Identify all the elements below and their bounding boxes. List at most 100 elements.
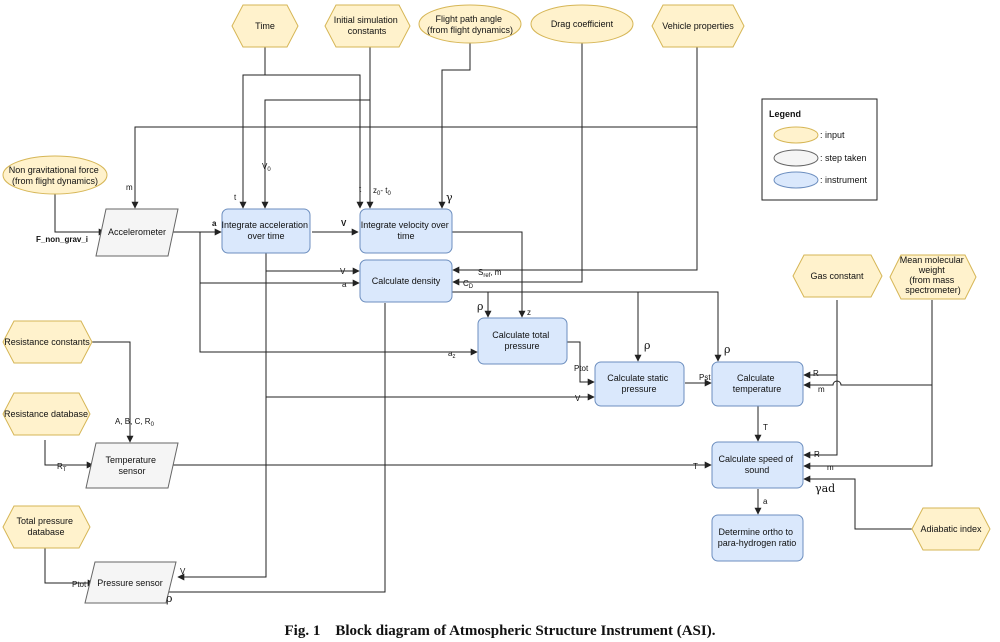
step-calculate-density-box <box>359 259 453 303</box>
wire-time-to-integrate-acc <box>239 45 266 209</box>
input-resistance-database: Resistance database <box>2 392 91 436</box>
input-gas-constant: Gas constant <box>792 254 883 298</box>
input-flight-path-angle-shape <box>418 4 522 44</box>
label-v-density: V <box>340 267 346 276</box>
input-time-label: Time <box>255 21 275 31</box>
wire-vehicle-to-density <box>452 127 698 274</box>
wire-gas-to-sound <box>803 375 838 459</box>
input-non-grav-force-shape <box>2 155 108 195</box>
step-calculate-static-pressure-label: Calculate static pressure <box>607 373 671 394</box>
input-adiabatic-index-shape <box>911 507 991 551</box>
label-rho-temperature: ρ <box>724 343 730 356</box>
step-calculate-density-label: Calculate density <box>372 276 441 286</box>
wire-vehicle-to-accelerometer <box>131 42 698 209</box>
step-calculate-static-pressure-box <box>594 361 685 407</box>
step-calculate-temperature: Calculate temperature <box>711 361 804 407</box>
step-calculate-speed-of-sound-label: Calculate speed of sound <box>718 454 795 475</box>
legend: Legend : input : step taken : instrument <box>761 98 878 201</box>
input-initial-constants-shape <box>324 4 411 48</box>
instrument-pressure-sensor-shape <box>84 561 177 604</box>
instrument-temperature-sensor-label: Temperature sensor <box>105 455 158 476</box>
wire-gas-to-temp <box>803 300 838 379</box>
label-a-ortho: a <box>763 497 768 506</box>
label-m-temperature: m <box>818 385 825 394</box>
input-vehicle-properties: Vehicle properties <box>651 4 745 48</box>
step-integrate-velocity-box <box>359 208 453 254</box>
step-calculate-speed-of-sound: Calculate speed of sound <box>711 441 804 489</box>
label-az: az <box>448 349 455 360</box>
step-calculate-static-pressure: Calculate static pressure <box>594 361 685 407</box>
wire-adiabatic-to-sound <box>803 475 912 530</box>
input-gas-constant-label: Gas constant <box>810 271 864 281</box>
label-z0-t0: z0- t0 <box>373 186 391 197</box>
instrument-accelerometer-shape <box>95 208 179 257</box>
input-drag-coefficient: Drag coefficient <box>530 4 634 44</box>
label-gamma: γ <box>446 191 453 204</box>
step-calculate-temperature-label: Calculate temperature <box>733 373 782 394</box>
label-rt: RT <box>57 462 67 473</box>
label-a-density: a <box>342 280 347 289</box>
label-ptot-total-out: Ptot <box>574 364 589 373</box>
label-v-pressure-sensor: V <box>180 567 186 576</box>
wire-mmw-to-temp <box>803 300 933 389</box>
label-m-sound: m <box>827 463 834 472</box>
step-integrate-acceleration: Integrate acceleration over time <box>221 208 311 254</box>
step-calculate-temperature-box <box>711 361 804 407</box>
instrument-temperature-sensor: Temperature sensor <box>85 442 179 489</box>
step-calculate-total-pressure-label: Calculate total pressure <box>492 330 552 351</box>
label-v0: V0 <box>262 162 271 173</box>
label-t-sound: T <box>763 423 768 432</box>
input-resistance-constants: Resistance constants <box>2 320 93 364</box>
step-calculate-speed-of-sound-box <box>711 441 804 489</box>
label-t-integrate-acc: t <box>234 193 237 202</box>
input-non-grav-force: Non gravitational force (from flight dyn… <box>2 155 108 195</box>
label-gamma-ad: γad <box>815 482 835 495</box>
wire-cd-to-density <box>452 42 583 286</box>
input-resistance-constants-shape <box>2 320 93 364</box>
label-abcr0: A, B, C, R0 <box>115 417 155 428</box>
label-cd: CD <box>463 279 474 290</box>
wire-intvel-to-total-pressure <box>452 231 526 318</box>
edge-labels: m F_non_grav_i a t V0 t z0- t0 γ V V a S… <box>36 162 835 605</box>
label-v-static: V <box>575 394 581 403</box>
input-mean-molecular-weight-shape <box>889 254 977 300</box>
legend-swatch-step <box>773 149 819 167</box>
input-mean-molecular-weight: Mean molecular weight (from mass spectro… <box>889 254 977 300</box>
input-time: Time <box>231 4 299 48</box>
step-calculate-density: Calculate density <box>359 259 453 303</box>
figure-caption: Fig. 1 Block diagram of Atmospheric Stru… <box>285 623 716 639</box>
input-flight-path-angle: Flight path angle (from flight dynamics) <box>418 4 522 44</box>
label-m-accelerometer: m <box>126 183 133 192</box>
input-vehicle-properties-label: Vehicle properties <box>662 21 734 31</box>
instrument-pressure-sensor: Pressure sensor <box>84 561 177 604</box>
label-rho-static: ρ <box>644 339 650 352</box>
wire-time-to-integrate-vel <box>265 74 364 209</box>
connections <box>44 42 933 596</box>
step-determine-ortho: Determine ortho to para-hydrogen ratio <box>711 514 804 562</box>
label-r-temperature: R <box>813 369 819 378</box>
input-drag-coefficient-shape <box>530 4 634 44</box>
input-time-shape <box>231 4 299 48</box>
input-gas-constant-shape <box>792 254 883 298</box>
instrument-temperature-sensor-shape <box>85 442 179 489</box>
wire-force-to-accelerometer <box>54 194 106 236</box>
step-integrate-velocity-label: Integrate velocity over time <box>361 220 452 241</box>
label-t-temp-sensor-out: T <box>693 462 698 471</box>
input-total-pressure-database-label: Total pressure database <box>16 516 75 537</box>
input-resistance-database-shape <box>2 392 91 436</box>
label-v-intacc-out: V <box>341 219 347 228</box>
instrument-accelerometer-label: Accelerometer <box>108 227 166 237</box>
step-calculate-total-pressure: Calculate total pressure <box>477 317 568 365</box>
input-mean-molecular-weight-label: Mean molecular weight (from mass spectro… <box>900 255 967 295</box>
label-t-integrate-vel: t <box>359 185 362 194</box>
label-f-non-grav: F_non_grav_i <box>36 235 88 244</box>
wire-mmw-to-sound <box>803 385 933 470</box>
legend-item-instrument: : instrument <box>820 175 868 185</box>
wire-density-to-temperature <box>638 291 722 362</box>
label-sref-m: Sref, m <box>478 268 502 279</box>
input-drag-coefficient-label: Drag coefficient <box>551 19 614 29</box>
step-nodes: Integrate acceleration over time Integra… <box>221 208 804 562</box>
label-r-sound: R <box>814 450 820 459</box>
input-adiabatic-index: Adiabatic index <box>911 507 991 551</box>
